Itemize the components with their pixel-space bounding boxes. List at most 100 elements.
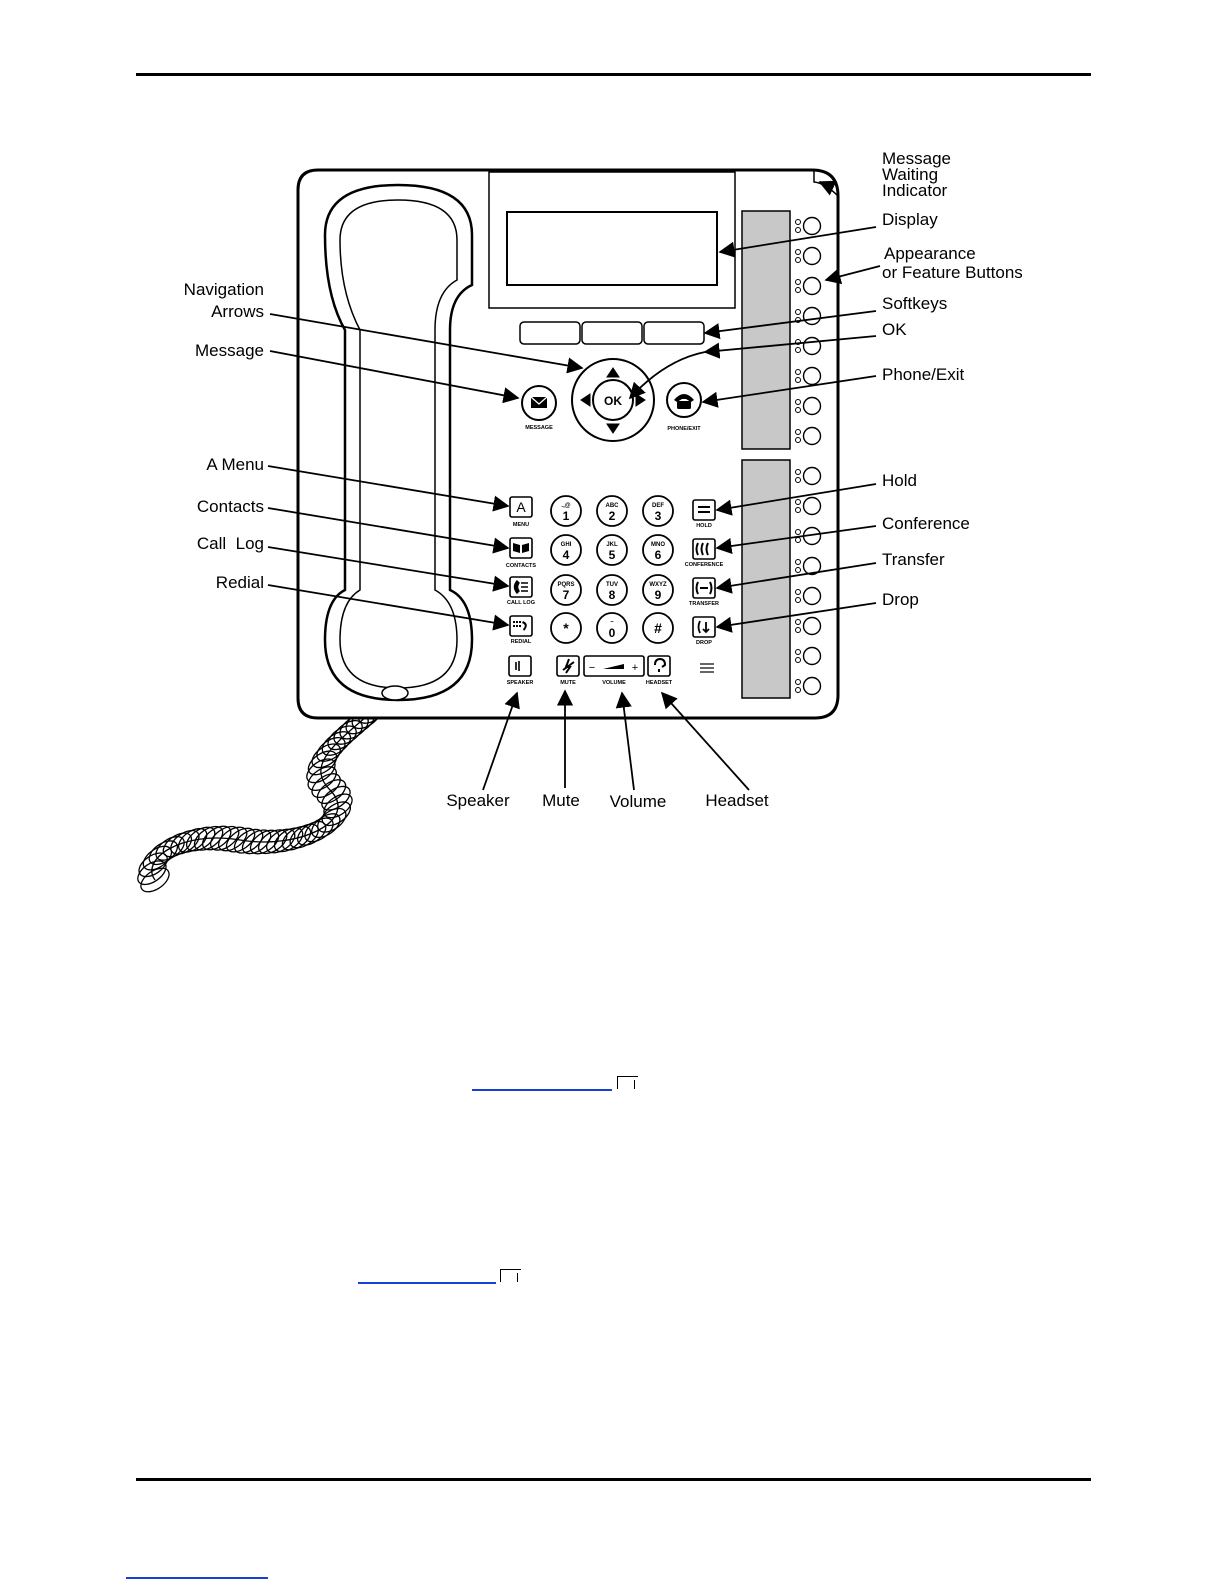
callout-appearance-line1: Appearance <box>884 244 976 263</box>
handset <box>323 183 474 702</box>
softkey-1[interactable] <box>519 321 581 345</box>
feature-button-led <box>795 567 801 573</box>
cord-coil <box>307 766 337 792</box>
book-icon <box>513 543 529 553</box>
softkey-2[interactable] <box>581 321 643 345</box>
feature-button-led <box>795 477 801 483</box>
callout-message-waiting-line3: Indicator <box>882 181 948 200</box>
cross-reference-link-1[interactable] <box>472 1089 612 1091</box>
cord-coil <box>137 860 167 886</box>
mute-button[interactable] <box>556 655 580 677</box>
feature-button-led <box>795 657 801 663</box>
speaker-icon <box>515 661 520 671</box>
feature-button-1[interactable] <box>795 216 822 236</box>
keypad-key-number: 7 <box>563 588 570 602</box>
feature-button-16[interactable] <box>795 676 822 696</box>
callout-message-waiting-line2: Waiting <box>882 165 938 184</box>
feature-button-3[interactable] <box>795 276 822 296</box>
button-panel-upper <box>741 210 791 450</box>
hold-button-label: HOLD <box>696 523 712 529</box>
keypad-key-0[interactable]: ~0 <box>596 612 628 644</box>
softkey-3[interactable] <box>643 321 705 345</box>
footer-link[interactable] <box>126 1577 268 1579</box>
feature-button-led <box>795 687 801 693</box>
callout-a-menu: A Menu <box>206 455 264 474</box>
cord-coil <box>281 825 312 851</box>
keypad-key-number: 3 <box>655 509 662 523</box>
a-menu-icon: A <box>516 499 526 515</box>
feature-button-led <box>795 347 801 353</box>
callout-arrows <box>267 180 881 791</box>
feature-button-led <box>795 537 801 543</box>
cross-reference-link-2[interactable] <box>358 1282 496 1284</box>
feature-button-12[interactable] <box>795 556 822 576</box>
cord-coil <box>138 852 168 878</box>
keypad-key-number: 4 <box>563 548 570 562</box>
ok-button[interactable] <box>592 379 634 421</box>
call-log-button[interactable] <box>509 576 533 598</box>
callout-call-log: Call Log <box>197 534 264 553</box>
keypad-key-1[interactable]: .,@1 <box>550 495 582 527</box>
feature-button-led <box>795 619 801 625</box>
volume-button[interactable] <box>583 655 645 677</box>
headset-button-label: HEADSET <box>646 680 673 686</box>
phone-exit-button[interactable] <box>666 382 702 418</box>
cord-coil <box>193 825 224 851</box>
feature-button-15[interactable] <box>795 646 822 666</box>
keypad-key-number: * <box>563 620 569 636</box>
conference-button[interactable] <box>692 538 716 560</box>
feature-button-10[interactable] <box>795 496 822 516</box>
feature-button-14[interactable] <box>795 616 822 636</box>
up-arrow-icon[interactable] <box>606 367 620 378</box>
phone-icon <box>674 394 694 409</box>
keypad-key-hash[interactable]: # <box>642 612 674 644</box>
redial-button[interactable] <box>509 615 533 637</box>
feature-button-7[interactable] <box>795 396 822 416</box>
speaker-grille-icon <box>700 663 714 673</box>
cord-coil <box>140 867 170 893</box>
cord-coil <box>306 758 336 784</box>
speaker-button-label: SPEAKER <box>507 680 534 686</box>
menu-button[interactable]: A <box>509 496 533 518</box>
menu-button-label: MENU <box>513 522 529 528</box>
feature-button-led <box>795 469 801 475</box>
feature-button-led <box>795 429 801 435</box>
left-arrow-icon[interactable] <box>580 393 591 407</box>
headset-button[interactable] <box>647 655 671 677</box>
keypad-key-star[interactable]: * <box>550 612 582 644</box>
hold-button[interactable] <box>692 499 716 521</box>
down-arrow-icon[interactable] <box>606 423 620 434</box>
callout-message: Message <box>195 341 264 360</box>
feature-button-led <box>795 369 801 375</box>
page-reference-icon <box>500 1269 521 1282</box>
callout-headset: Headset <box>705 791 769 810</box>
cord-coil <box>273 827 304 853</box>
feature-button-led <box>795 219 801 225</box>
feature-button-led <box>795 279 801 285</box>
softkeys <box>519 321 705 345</box>
feature-button-9[interactable] <box>795 466 822 486</box>
keypad-key-number: 5 <box>609 548 616 562</box>
display-screen <box>506 211 718 286</box>
feature-button-led <box>795 249 801 255</box>
drop-button[interactable] <box>692 616 716 638</box>
transfer-button[interactable] <box>692 577 716 599</box>
callout-navigation-line2: Arrows <box>211 302 264 321</box>
feature-button-2[interactable] <box>795 246 822 266</box>
cord-coil <box>241 829 272 855</box>
keypad-key-number: 1 <box>563 509 570 523</box>
contacts-button[interactable] <box>509 537 533 559</box>
feature-button-6[interactable] <box>795 366 822 386</box>
feature-button-8[interactable] <box>795 426 822 446</box>
feature-button-13[interactable] <box>795 586 822 606</box>
speaker-button[interactable] <box>508 655 532 677</box>
